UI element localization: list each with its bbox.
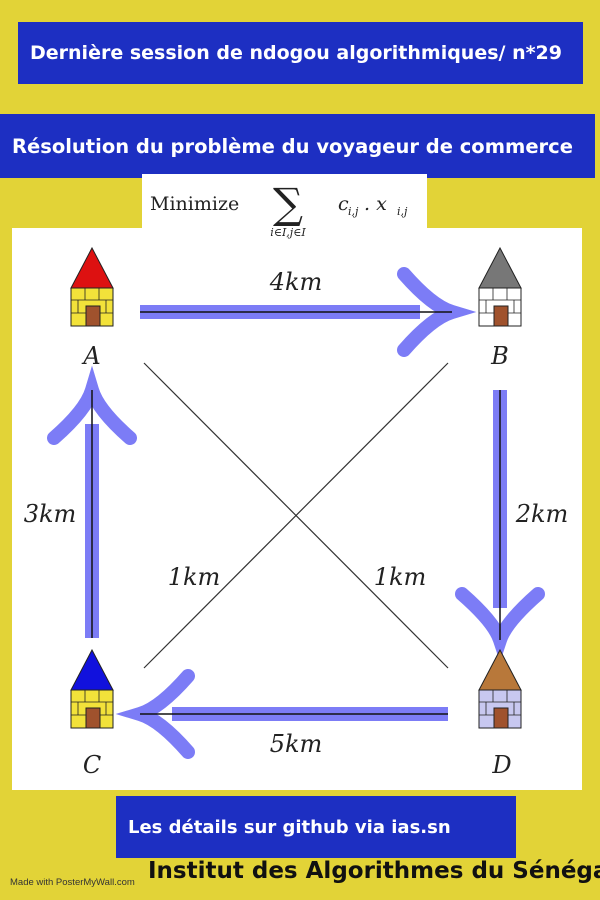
tsp-graph-svg: A B C D 4km 2km 5km 3km 1km 1km: [24, 246, 569, 779]
formula-minimize: Minimize: [150, 193, 239, 215]
route-arrow-d-c: [115, 669, 448, 759]
house-d-roof: [478, 648, 522, 691]
route-arrow-a-b: [140, 267, 477, 357]
house-a-roof: [70, 246, 114, 289]
house-d-icon: [478, 648, 522, 729]
problem-title: Résolution du problème du voyageur de co…: [12, 134, 573, 158]
edge-label-a-b: 4km: [269, 268, 323, 296]
edge-label-d-c: 5km: [270, 730, 323, 758]
problem-title-banner: Résolution du problème du voyageur de co…: [0, 114, 595, 178]
house-c-roof: [70, 648, 114, 691]
formula-svg: Minimize ∑ i∈I,j∈I c i,j . x i,j: [150, 179, 408, 239]
node-label-a: A: [81, 342, 100, 370]
sigma-symbol: ∑: [273, 179, 303, 228]
formula-term: c: [338, 193, 349, 215]
edge-label-a-d: 1km: [374, 563, 427, 591]
route-arrow-b-d: [455, 390, 545, 663]
edge-label-b-d: 2km: [515, 500, 569, 528]
institute-name: Institut des Algorithmes du Sénégal: [148, 858, 600, 884]
house-a-icon: [70, 246, 114, 327]
formula-term-subscript: i,j: [348, 205, 359, 218]
house-c-icon: [70, 648, 114, 729]
edge-label-b-c: 1km: [168, 563, 221, 591]
poster-credit: Made with PosterMyWall.com: [10, 877, 135, 888]
node-label-c: C: [83, 751, 101, 779]
house-b-icon: [478, 246, 522, 327]
objective-formula: Minimize ∑ i∈I,j∈I c i,j . x i,j: [142, 174, 427, 244]
node-label-d: D: [491, 751, 511, 779]
house-b-roof: [478, 246, 522, 289]
formula-variable-subscript: i,j: [397, 205, 408, 218]
node-label-b: B: [490, 342, 509, 370]
route-arrow-c-a: [47, 365, 137, 638]
details-text: Les détails sur github via ias.sn: [128, 816, 451, 838]
formula-sum-subscript: i∈I,j∈I: [270, 226, 306, 239]
session-title: Dernière session de ndogou algorithmique…: [30, 42, 562, 64]
edge-label-c-a: 3km: [24, 500, 77, 528]
session-title-banner: Dernière session de ndogou algorithmique…: [18, 22, 583, 84]
edge-b-c: [143, 362, 449, 669]
details-banner: Les détails sur github via ias.sn: [116, 796, 516, 858]
tsp-diagram: A B C D 4km 2km 5km 3km 1km 1km: [12, 228, 582, 790]
formula-variable: . x: [364, 193, 387, 215]
